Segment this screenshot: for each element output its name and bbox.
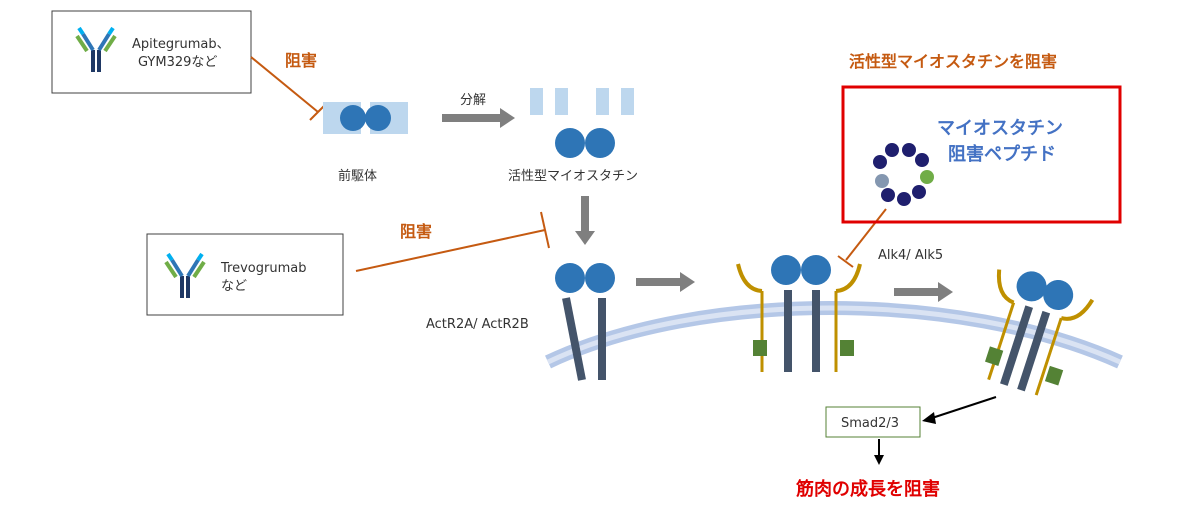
active-myostatin-left — [555, 128, 585, 158]
drug1-label-line2: GYM329など — [138, 55, 217, 70]
activated-receptor-complex — [985, 269, 1095, 396]
actr2-label: ActR2A/ ActR2B — [426, 317, 529, 332]
phosphorylation-arrow — [931, 396, 997, 419]
complex-myostatin-left — [771, 255, 801, 285]
bound-myostatin-left — [555, 263, 585, 293]
smad-box — [825, 406, 921, 438]
inhibit-line-receptor — [355, 229, 546, 272]
drug2-label-line1: Trevogrumab — [220, 261, 306, 276]
cyclic-peptide-residue — [902, 143, 916, 157]
alk-label: Alk4/ Alk5 — [878, 248, 943, 263]
released-prodomain-3 — [596, 88, 609, 115]
cleave-arrow-head — [500, 108, 515, 128]
peptide-inhibit-title: 活性型マイオスタチンを阻害 — [849, 52, 1057, 71]
complex-myostatin-right — [801, 255, 831, 285]
recruit-arrow-head — [680, 272, 695, 292]
released-prodomain-1 — [530, 88, 543, 115]
drug2-label-line2: など — [221, 279, 247, 294]
inhibit-label-2: 阻害 — [400, 222, 432, 241]
precursor-myostatin-left — [340, 105, 366, 131]
precursor-myostatin-right — [365, 105, 391, 131]
drug-box-apitegrumab — [51, 10, 252, 94]
cyclic-peptide-residue — [912, 185, 926, 199]
smad-label: Smad2/3 — [841, 416, 899, 431]
precursor-label: 前駆体 — [338, 168, 377, 184]
released-prodomain-2 — [555, 88, 568, 115]
peptide-highlight-box — [841, 85, 1122, 224]
inhibit-line-peptide — [845, 208, 887, 261]
bound-myostatin-right — [585, 263, 615, 293]
actr2-receptor-left — [562, 297, 586, 381]
active-myostatin-label: 活性型マイオスタチン — [508, 169, 638, 184]
phosphorylation-arrow-head — [922, 412, 936, 424]
signal-arrow-head — [874, 455, 884, 465]
cell-membrane-inner — [546, 305, 1122, 365]
outcome-label: 筋肉の成長を阻害 — [796, 478, 940, 500]
cyclic-peptide-residue-gray — [875, 174, 889, 188]
cyclic-peptide-residue — [881, 188, 895, 202]
alk-kinase-left — [753, 340, 767, 356]
binding-arrow-head — [575, 231, 595, 245]
peptide-label-line2: 阻害ペプチド — [948, 143, 1056, 165]
alk-receptor-left-head — [736, 263, 763, 293]
inhibit-line-precursor — [250, 56, 319, 113]
drug1-label-line1: Apitegrumab、 — [132, 37, 230, 52]
cyclic-peptide-residue — [873, 155, 887, 169]
cyclic-peptide-residue — [885, 143, 899, 157]
active-myostatin-right — [585, 128, 615, 158]
cyclic-peptide-residue-green — [920, 170, 934, 184]
cleave-label: 分解 — [460, 93, 486, 108]
inhibit-bar-receptor — [540, 211, 550, 249]
alk-receptor-right-head — [835, 263, 862, 293]
inhibit-bar-peptide — [837, 255, 854, 268]
peptide-label-line1: マイオスタチン — [937, 118, 1063, 139]
activation-arrow-head — [938, 282, 953, 302]
released-prodomain-4 — [621, 88, 634, 115]
inhibit-label-1: 阻害 — [285, 51, 317, 70]
cyclic-peptide-residue — [915, 153, 929, 167]
cyclic-peptide-residue — [897, 192, 911, 206]
alk-kinase-right — [840, 340, 854, 356]
